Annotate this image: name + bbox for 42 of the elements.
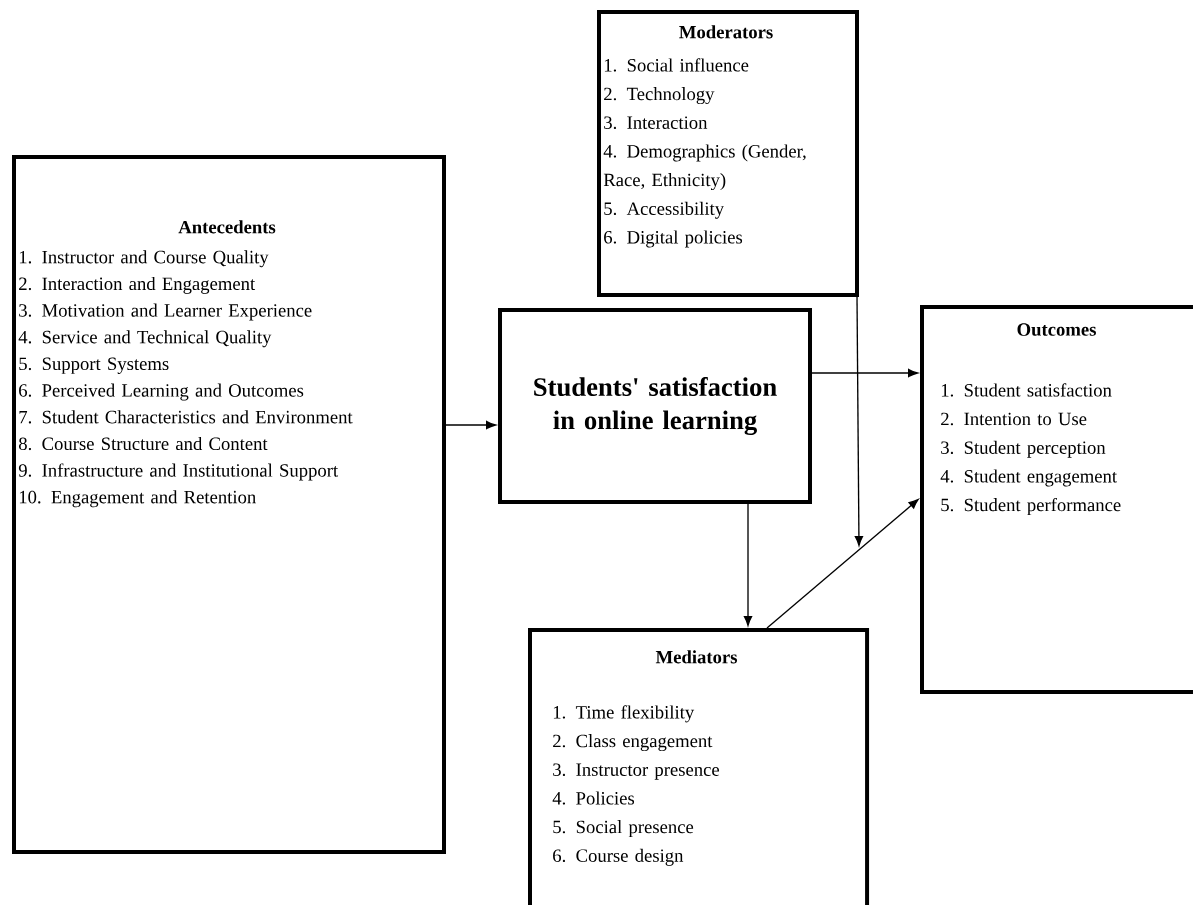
list-item: 4. Policies xyxy=(552,791,635,805)
list-item: 5. Support Systems xyxy=(19,357,169,374)
arrow xyxy=(766,499,919,629)
list-item: 1. Instructor and Course Quality xyxy=(19,250,269,268)
list-item: 10. Engagement and Retention xyxy=(19,490,256,508)
list-item: 5. Social presence xyxy=(553,820,694,838)
list-item: 9. Infrastructure and Institutional Support xyxy=(18,463,339,481)
arrow xyxy=(743,503,753,626)
list-item: 6. Perceived Learning and Outcomes xyxy=(19,383,304,401)
concept-box xyxy=(498,308,812,504)
list-item: 1. Student satisfaction xyxy=(941,383,1112,397)
concept-box xyxy=(597,10,859,297)
heading: Outcomes xyxy=(1017,323,1096,336)
heading: Moderators xyxy=(679,25,773,39)
list-item: 2. Intention to Use xyxy=(941,412,1087,426)
arrow xyxy=(811,368,918,378)
list-item: 4. Service and Technical Quality xyxy=(18,330,272,348)
list-item: 3. Interaction xyxy=(604,116,708,129)
list-item: 6. Course design xyxy=(553,848,684,866)
concept-box xyxy=(920,305,1193,695)
list-item: 1. Time flexibility xyxy=(553,705,695,723)
list-item: 8. Course Structure and Content xyxy=(19,436,268,451)
arrow xyxy=(445,420,496,430)
list-item: 2. Class engagement xyxy=(553,734,713,752)
title-text: Students' satisfaction in online learning xyxy=(534,377,777,435)
list-item: 2. Interaction and Engagement xyxy=(19,276,256,294)
list-item: 5. Student performance xyxy=(941,497,1121,516)
heading: Mediators xyxy=(655,650,737,664)
list-item: 3. Instructor presence xyxy=(553,763,720,780)
list-item: 4. Student engagement xyxy=(940,469,1117,487)
list-item: 2. Technology xyxy=(604,87,715,105)
list-item: 5. Accessibility xyxy=(604,201,724,219)
list-item: 1. Social influence xyxy=(604,58,749,72)
list-item: 3. Motivation and Learner Experience xyxy=(19,303,312,321)
list-item: 4. Demographics (Gender, Race, Ethnicity) xyxy=(603,144,806,191)
list-item: 3. Student perception xyxy=(941,440,1106,458)
list-item: 7. Student Characteristics and Environment xyxy=(19,410,353,424)
arrow xyxy=(854,296,864,546)
concept-box xyxy=(12,155,446,854)
heading: Antecedents xyxy=(178,220,276,234)
list-item: 6. Digital policies xyxy=(604,230,743,248)
concept-box xyxy=(528,628,870,905)
